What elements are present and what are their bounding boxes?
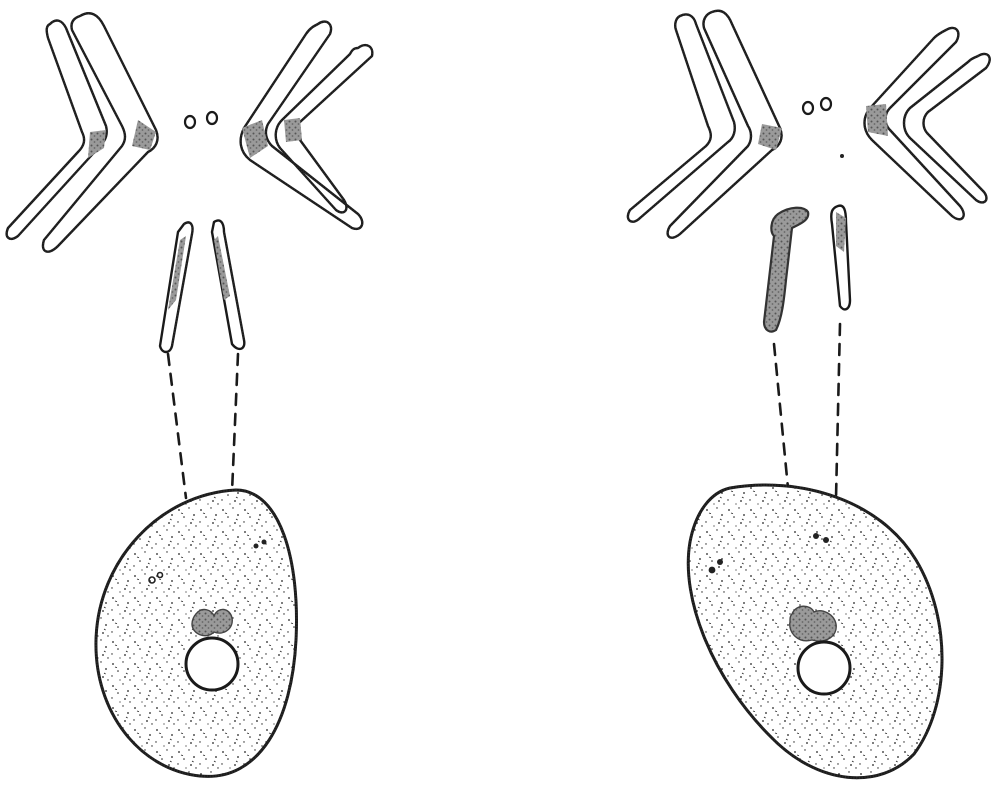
left-rod-chromosome-a [160,222,193,352]
tiny-dot [840,154,844,158]
small-chromosome-dot [803,102,813,114]
left-v-chromosome-inner [7,21,107,239]
small-chromosome-dot [821,98,831,110]
right-v-chromosome-outer [241,22,363,229]
right-panel [628,11,990,778]
left-v-chromosome-inner [628,14,735,221]
left-rod-chromosome-b [212,220,244,348]
right-v-chromosome-inner [904,54,990,203]
nucleolus [192,609,232,635]
small-chromosome-dot [185,116,195,128]
guide-line [232,354,238,492]
nucleus-vacuole [186,638,238,690]
right-cell [688,485,942,778]
guide-line [774,344,788,488]
right-rod-chromosome-a [764,208,808,332]
guide-line [836,324,840,498]
guide-line [168,354,186,498]
nucleus-vacuole [798,642,850,694]
left-v-chromosome-outer [668,11,782,238]
left-panel [7,13,373,776]
small-chromosome-dot [207,112,217,124]
left-cell [96,490,297,776]
right-rod-chromosome-b [831,206,850,310]
right-v-chromosome-outer [865,28,964,219]
